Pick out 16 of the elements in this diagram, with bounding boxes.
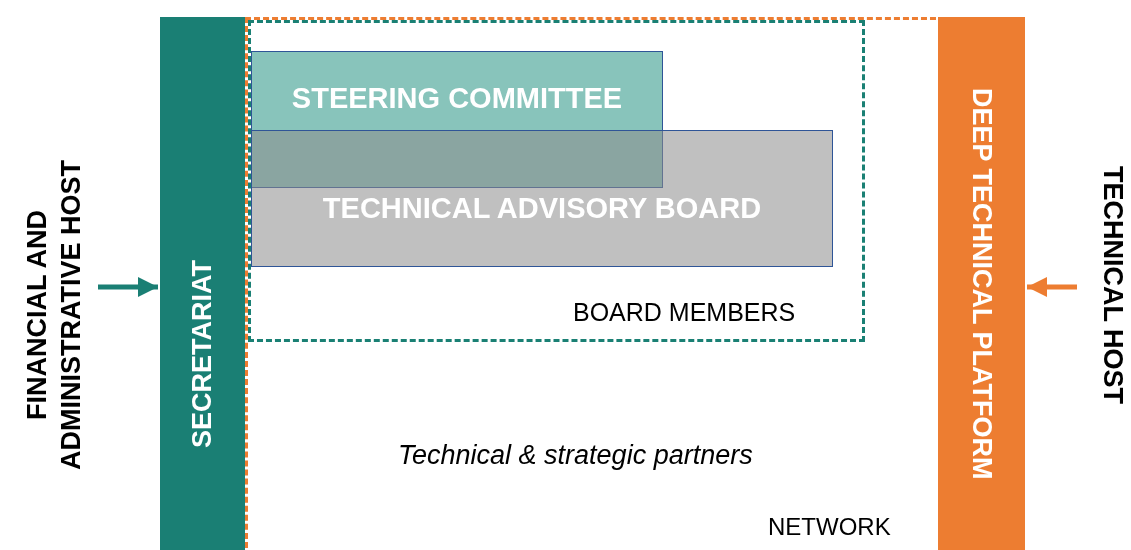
arrow [1027, 277, 1077, 297]
note-text: Technical & strategic partners [398, 440, 753, 471]
committee-box [251, 51, 663, 188]
bar-label: DEEP TECHNICAL PLATFORM [966, 87, 997, 480]
host-label: TECHNICAL HOST [1097, 165, 1129, 406]
dashed-region [248, 20, 865, 342]
region-label: BOARD MEMBERS [573, 298, 796, 327]
host-label: FINANCIAL AND ADMINISTRATIVE HOST [21, 159, 87, 472]
box-label: TECHNICAL ADVISORY BOARD [322, 192, 762, 225]
vertical-bar [160, 17, 245, 550]
vertical-bar [938, 17, 1025, 550]
arrow [98, 277, 158, 297]
committee-box [251, 130, 833, 267]
box-label: STEERING COMMITTEE [291, 82, 623, 115]
region-label: NETWORK [768, 513, 891, 541]
bar-label: SECRETARIAT [187, 259, 218, 448]
